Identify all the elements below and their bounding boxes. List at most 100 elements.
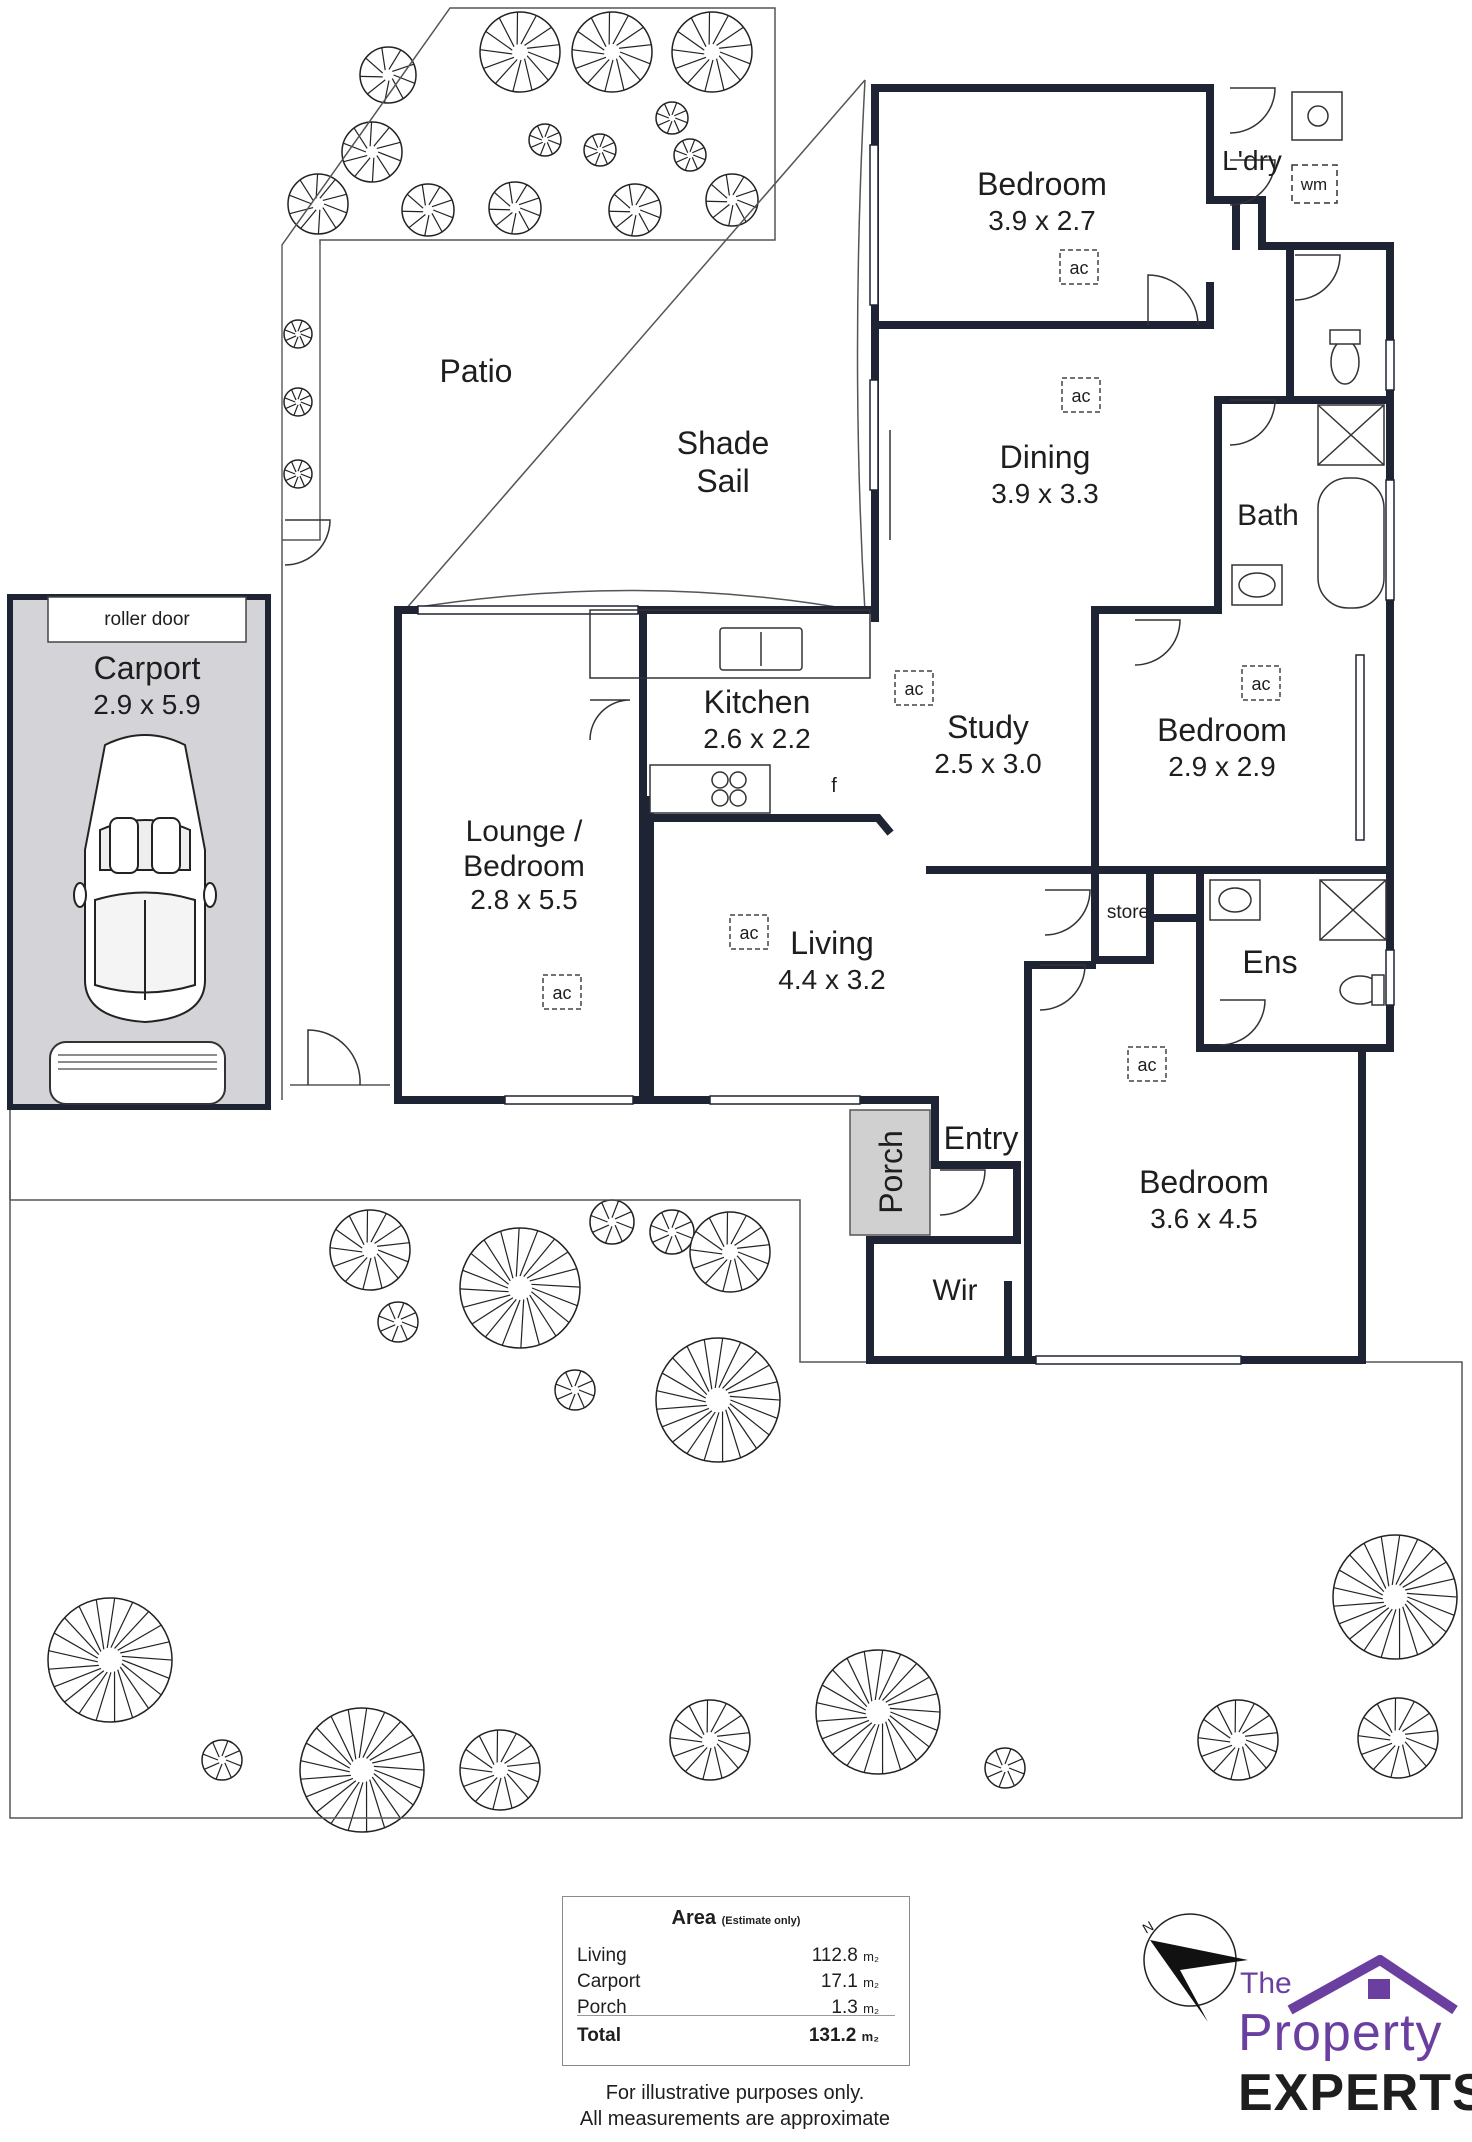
- ac-label: ac: [1251, 674, 1270, 694]
- room-name-bedroom-3: Bedroom: [1139, 1164, 1269, 1200]
- porch: [849, 1109, 931, 1236]
- tree-icon: [479, 11, 561, 93]
- ac-label: ac: [552, 983, 571, 1003]
- logo-property: Property: [1238, 2004, 1443, 2062]
- fixtures: [589, 91, 1387, 1006]
- room-name-bath: Bath: [1237, 499, 1299, 532]
- area-row-value: 112.8: [811, 1945, 858, 1966]
- room-name-ensuite: Ens: [1242, 944, 1297, 980]
- room-name-kitchen: Kitchen: [704, 684, 811, 720]
- area-unit: m₂: [863, 2001, 879, 2016]
- landscaping-trees: [47, 11, 1458, 1833]
- tree-icon: [459, 1227, 581, 1349]
- room-labels: Bedroom 3.9 x 2.7 L'dry wm Dining 3.9 x …: [93, 145, 1327, 1307]
- ac-label: ac: [1071, 386, 1090, 406]
- tree-icon: [655, 101, 689, 135]
- tree-icon: [1357, 1697, 1439, 1779]
- svg-text:N: N: [1140, 1918, 1157, 1937]
- tree-icon: [705, 173, 759, 227]
- tree-icon: [287, 173, 349, 235]
- disclaimer: For illustrative purposes only. All meas…: [530, 2080, 940, 2132]
- area-row-label: Living: [577, 1945, 627, 1966]
- room-dims-dining: 3.9 x 3.3: [991, 478, 1098, 509]
- tree-icon: [341, 121, 403, 183]
- room-name-lounge-line2: Bedroom: [463, 850, 585, 883]
- tree-icon: [655, 1337, 781, 1463]
- room-dims-carport: 2.9 x 5.9: [93, 689, 200, 720]
- area-unit: m₂: [863, 1975, 879, 1990]
- room-dims-lounge: 2.8 x 5.5: [470, 884, 577, 915]
- fridge-label: f: [831, 775, 837, 797]
- logo-experts: EXPERTS: [1238, 2064, 1472, 2122]
- room-dims-bedroom-2: 2.9 x 2.9: [1168, 751, 1275, 782]
- tree-icon: [554, 1369, 596, 1411]
- room-name-carport: Carport: [94, 650, 201, 686]
- washing-machine-label: wm: [1300, 175, 1327, 194]
- disclaimer-line-2: All measurements are approximate: [579, 2108, 891, 2130]
- tree-icon: [571, 11, 653, 93]
- site-boundary: [9, 7, 1463, 1819]
- tree-icon: [1332, 1534, 1458, 1660]
- tree-icon: [283, 459, 313, 489]
- tree-icon: [589, 1199, 635, 1245]
- area-subtitle-text: (Estimate only): [721, 1915, 801, 1927]
- room-name-entry: Entry: [944, 1120, 1019, 1156]
- windows: [417, 144, 1395, 1365]
- area-row-label: Carport: [577, 1971, 641, 1992]
- door-swings: [284, 87, 1341, 1216]
- tree-icon: [671, 11, 753, 93]
- tree-icon: [583, 133, 617, 167]
- house-roof-icon: [1287, 1955, 1458, 2015]
- room-name-living: Living: [790, 925, 874, 961]
- area-row-label: Porch: [577, 1997, 627, 2018]
- disclaimer-line-1: For illustrative purposes only.: [605, 2082, 865, 2104]
- area-title-text: Area: [671, 1907, 717, 1929]
- carport: [7, 594, 271, 1110]
- area-row-value: 17.1: [820, 1971, 858, 1992]
- area-name-patio: Patio: [440, 353, 513, 389]
- logo-the: The: [1240, 1967, 1292, 2000]
- room-name-store: store: [1107, 902, 1149, 923]
- area-row-carport: Carport 17.1 m₂: [577, 1971, 879, 1993]
- tree-icon: [283, 319, 313, 349]
- room-name-dining: Dining: [1000, 439, 1091, 475]
- room-dims-bedroom-1: 3.9 x 2.7: [988, 205, 1095, 236]
- ac-label: ac: [1137, 1055, 1156, 1075]
- tree-icon: [1197, 1699, 1279, 1781]
- roller-door-label: roller door: [104, 609, 190, 630]
- company-logo: The Property EXPERTS: [1230, 1955, 1472, 2130]
- shade-sail-label-2: Sail: [696, 463, 749, 499]
- tree-icon: [608, 183, 662, 237]
- car-icon: [73, 734, 217, 1024]
- tree-icon: [401, 183, 455, 237]
- ac-units: [542, 249, 1281, 1082]
- tree-icon: [488, 181, 542, 235]
- area-summary-table: Area (Estimate only) Living 112.8 m₂ Car…: [562, 1896, 910, 2066]
- area-total-value: 131.2: [808, 2025, 857, 2046]
- room-name-porch: Porch: [873, 1130, 909, 1214]
- room-dims-study: 2.5 x 3.0: [934, 748, 1041, 779]
- room-name-wir: Wir: [933, 1274, 978, 1307]
- tree-icon: [984, 1747, 1026, 1789]
- ac-label: ac: [1069, 258, 1088, 278]
- room-name-lounge-line1: Lounge /: [466, 815, 583, 848]
- tree-icon: [815, 1649, 941, 1775]
- ac-labels: ac ac ac ac ac ac ac: [552, 258, 1270, 1075]
- tree-icon: [201, 1739, 243, 1781]
- ac-label: ac: [739, 923, 758, 943]
- area-total-label: Total: [577, 2025, 621, 2046]
- tree-icon: [673, 138, 707, 172]
- tree-icon: [283, 387, 313, 417]
- tree-icon: [528, 123, 562, 157]
- tree-icon: [377, 1301, 419, 1343]
- area-divider: [577, 2015, 895, 2016]
- tree-icon: [459, 1729, 541, 1811]
- tree-icon: [689, 1211, 771, 1293]
- room-name-laundry: L'dry: [1222, 145, 1282, 176]
- area-row-value: 1.3: [831, 1997, 858, 2018]
- patio-fence: [281, 245, 321, 520]
- ac-label: ac: [904, 679, 923, 699]
- room-dims-bedroom-3: 3.6 x 4.5: [1150, 1203, 1257, 1234]
- area-row-living: Living 112.8 m₂: [577, 1945, 879, 1967]
